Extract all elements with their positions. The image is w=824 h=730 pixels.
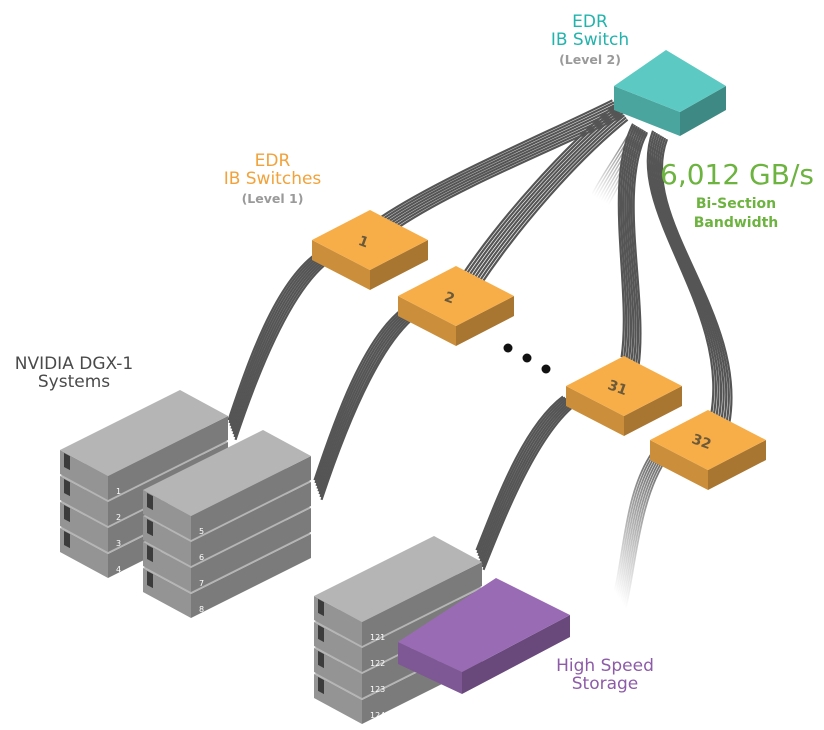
bandwidth-label: 6,012 GB/s Bi-Section Bandwidth (660, 158, 814, 232)
server-number-121: 121 (370, 633, 385, 642)
cable-switch-31-to-systems (475, 395, 578, 571)
core-switch (614, 50, 726, 136)
server-unit (60, 390, 228, 500)
bandwidth-value: 6,012 GB/s (660, 158, 814, 191)
server-number-123: 123 (370, 685, 385, 694)
leaf-switch-2: 2 (398, 266, 514, 346)
core-switch-label: EDR IB Switch (Level 2) (520, 12, 660, 67)
server-number-7: 7 (199, 579, 204, 588)
storage-label: High Speed Storage (535, 656, 675, 694)
cable-core-to-switch-2 (459, 103, 629, 288)
cable-switch-32-to-systems (613, 447, 670, 609)
bandwidth-line1: Bi-Section (695, 196, 777, 213)
bandwidth-line2: Bandwidth (693, 214, 779, 231)
switch-number-31: 31 (605, 377, 629, 399)
leaf-switches-line1: EDR (254, 151, 291, 171)
leaf-switch-32: 32 (650, 410, 766, 490)
cable-core-to-switch-1 (380, 99, 625, 228)
server-number-3: 3 (116, 539, 121, 548)
core-switch-line2: IB Switch (550, 29, 630, 50)
systems-label: NVIDIA DGX-1 Systems (4, 354, 144, 392)
server-number-6: 6 (199, 553, 204, 562)
server-number-2: 2 (116, 513, 121, 522)
server-unit (143, 430, 311, 540)
storage-slab (398, 578, 570, 694)
switch-number-32: 32 (689, 431, 713, 453)
core-switch-line1: EDR (572, 12, 608, 32)
server-number-4: 4 (116, 565, 121, 574)
core-switch-level: (Level 2) (559, 51, 621, 67)
systems-line1: NVIDIA DGX-1 (14, 354, 134, 374)
ellipsis-dots (503, 343, 551, 374)
leaf-switch-1: 1 (312, 210, 428, 290)
server-number-122: 122 (370, 659, 385, 668)
leaf-switches-line2: IB Switches (223, 168, 322, 189)
leaf-switches-label: EDR IB Switches (Level 1) (200, 151, 345, 206)
server-number-8: 8 (199, 605, 204, 614)
cable-core-to-switch-32 (646, 130, 733, 425)
leaf-switches-level: (Level 1) (241, 190, 304, 206)
server-number-124: 124 (370, 711, 385, 720)
dgx-stack-b: 5 6 7 8 (143, 430, 311, 618)
server-number-5: 5 (199, 527, 204, 536)
cable-switch-1-to-systems (227, 253, 330, 441)
storage-line2: Storage (571, 673, 639, 694)
switch-layer: 12 31 32 (312, 50, 766, 490)
server-unit (314, 536, 482, 646)
storage-line1: High Speed (556, 656, 654, 676)
cable-switch-2-to-systems (313, 307, 418, 501)
systems-line2: Systems (37, 371, 111, 392)
cable-bundle-layer (227, 99, 733, 609)
server-number-1: 1 (116, 487, 121, 496)
leaf-switch-31: 31 (566, 356, 682, 436)
cable-core-fade (590, 125, 648, 206)
cable-core-to-switch-31 (617, 123, 648, 368)
